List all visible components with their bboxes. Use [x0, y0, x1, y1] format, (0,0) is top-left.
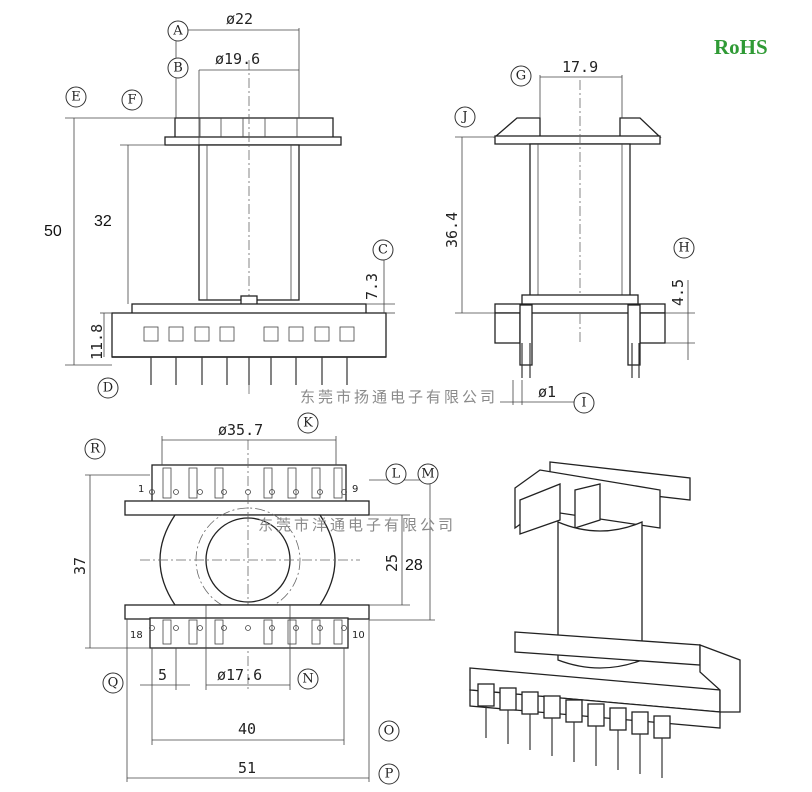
dim-core-dia: ø17.6	[217, 666, 262, 684]
tag-n: N	[297, 668, 319, 690]
svg-text:J: J	[460, 110, 467, 125]
tag-d: D	[97, 377, 119, 399]
svg-text:B: B	[173, 61, 183, 76]
dim-pin-offset: 4.5	[669, 279, 687, 306]
side-view: 17.9 36.4 4.5 ø1	[443, 58, 695, 405]
dim-total-depth: 37	[71, 557, 89, 575]
side-top-flange	[494, 135, 661, 145]
tag-e: E	[65, 86, 87, 108]
bottom-bottom-comb	[149, 617, 349, 649]
svg-text:F: F	[127, 93, 136, 108]
svg-text:N: N	[302, 672, 313, 687]
tag-l: L	[385, 463, 407, 485]
svg-text:O: O	[384, 724, 395, 739]
svg-text:C: C	[378, 243, 388, 258]
rohs-badge: RoHS	[714, 35, 768, 59]
dim-pin-dia: ø1	[538, 383, 556, 401]
tag-f: F	[121, 89, 143, 111]
pin-label-18: 18	[130, 630, 143, 641]
dim-side-width: 17.9	[562, 58, 598, 76]
front-view: ø22 ø19.6 50 32 7.3 11.8	[44, 10, 395, 395]
svg-text:D: D	[103, 381, 113, 396]
dim-base-step: 7.3	[363, 273, 381, 300]
svg-text:Q: Q	[108, 676, 119, 691]
dim-inner-depth: 25	[383, 554, 401, 572]
svg-text:G: G	[516, 69, 526, 84]
svg-text:A: A	[172, 24, 183, 39]
bottom-top-comb	[151, 464, 347, 504]
svg-text:L: L	[392, 467, 401, 482]
bottom-view: 1 9 18 10 ø35.7 37 25 28	[71, 421, 435, 782]
svg-text:M: M	[421, 467, 434, 482]
front-top-flange-lip	[164, 136, 342, 146]
svg-text:I: I	[581, 396, 586, 411]
dim-total-height: 50	[44, 223, 62, 240]
tag-c: C	[372, 239, 394, 261]
dim-base-height: 11.8	[88, 324, 106, 360]
svg-text:K: K	[303, 416, 313, 431]
tag-j: J	[454, 106, 476, 128]
dim-tube-dia: ø19.6	[215, 50, 260, 68]
tag-r: R	[84, 438, 106, 460]
dim-pitch: 5	[158, 666, 167, 684]
dim-winding-height: 32	[94, 213, 112, 230]
tag-m: M	[417, 463, 439, 485]
dim-outer-dia: ø35.7	[218, 421, 263, 439]
dim-pin-span: 40	[238, 720, 256, 738]
tag-o: O	[378, 720, 400, 742]
svg-text:H: H	[678, 241, 689, 256]
tag-a: A	[167, 20, 189, 42]
tag-i: I	[573, 392, 595, 414]
tag-q: Q	[102, 672, 124, 694]
isometric-view	[469, 461, 741, 778]
tag-k: K	[297, 412, 319, 434]
side-base	[494, 303, 666, 314]
svg-text:R: R	[90, 442, 101, 457]
pin-label-9: 9	[352, 484, 358, 495]
dim-side-height: 36.4	[443, 212, 461, 248]
tag-g: G	[510, 65, 532, 87]
tag-h: H	[673, 237, 695, 259]
dim-flange-dia: ø22	[226, 10, 253, 28]
tag-b: B	[167, 57, 189, 79]
svg-text:E: E	[71, 90, 81, 105]
bottom-bottom-rail	[124, 604, 370, 620]
dim-row-spacing: 28	[405, 557, 423, 574]
front-base	[111, 312, 387, 358]
svg-text:P: P	[385, 767, 394, 782]
watermark-top: 东莞市扬通电子有限公司	[300, 388, 498, 406]
pin-label-10: 10	[352, 630, 365, 641]
dim-overall-width: 51	[238, 759, 256, 777]
pin-label-1: 1	[138, 484, 144, 495]
watermark-bottom: 东莞市洋通电子有限公司	[258, 516, 456, 534]
tag-p: P	[378, 763, 400, 785]
